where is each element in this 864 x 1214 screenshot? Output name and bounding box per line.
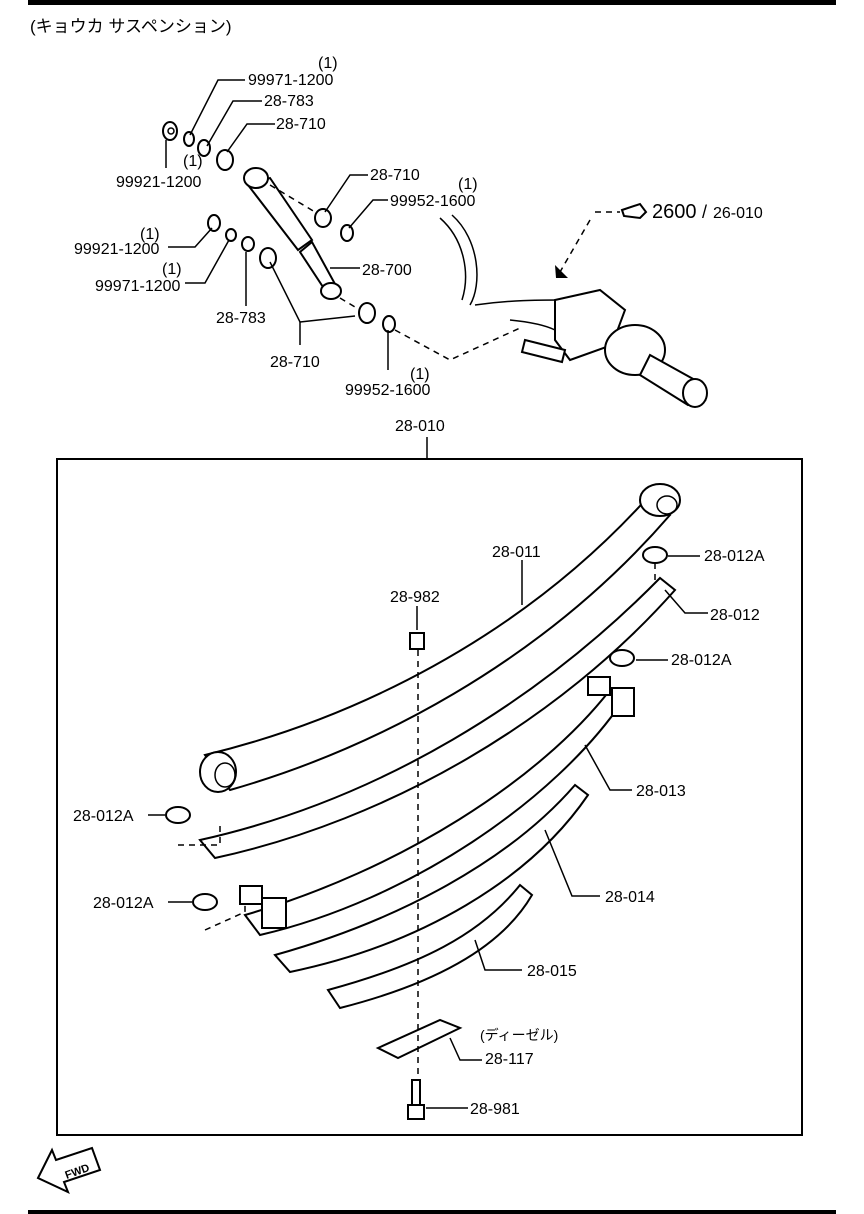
svg-text:28-981: 28-981 — [470, 1101, 520, 1118]
shock-absorber-group — [162, 79, 521, 370]
svg-text:99952-1600: 99952-1600 — [390, 193, 476, 210]
svg-text:99921-1200: 99921-1200 — [74, 241, 160, 258]
svg-text:(ディーゼル): (ディーゼル) — [480, 1027, 558, 1043]
svg-text:28-982: 28-982 — [390, 589, 440, 606]
svg-text:(1): (1) — [183, 153, 203, 170]
svg-text:28-710: 28-710 — [270, 354, 320, 371]
svg-text:28-117: 28-117 — [485, 1051, 534, 1068]
svg-text:28-014: 28-014 — [605, 889, 655, 906]
svg-text:28-013: 28-013 — [636, 783, 686, 800]
page-reference[interactable]: 2600 / 26-010 — [595, 201, 763, 223]
svg-text:28-011: 28-011 — [492, 544, 541, 561]
svg-text:99921-1200: 99921-1200 — [116, 174, 202, 191]
svg-text:28-012A: 28-012A — [671, 652, 732, 669]
svg-text:(1): (1) — [458, 176, 478, 193]
svg-text:28-783: 28-783 — [216, 310, 266, 327]
bottom-border — [28, 1210, 836, 1214]
svg-text:28-012A: 28-012A — [73, 808, 134, 825]
assembly-label: 28-010 — [395, 418, 445, 435]
svg-text:99971-1200: 99971-1200 — [95, 278, 181, 295]
svg-text:/: / — [702, 202, 707, 222]
svg-text:(1): (1) — [162, 261, 182, 278]
fwd-arrow-icon: FWD — [36, 1146, 102, 1194]
svg-text:28-710: 28-710 — [276, 116, 326, 133]
svg-text:(1): (1) — [410, 366, 430, 383]
svg-text:28-012A: 28-012A — [704, 548, 765, 565]
reference-page[interactable]: 2600 — [652, 201, 697, 223]
pointing-hand-icon — [620, 202, 648, 220]
leaf-spring-labels: 28-011 28-012A 28-982 28-012 28-012A 28-… — [73, 544, 765, 1118]
axle-housing — [439, 214, 708, 408]
svg-text:(1): (1) — [318, 55, 338, 72]
shock-labels: (1) 99971-1200 28-783 28-710 (1) 99921-1… — [74, 55, 478, 399]
leaf-4 — [273, 783, 590, 974]
svg-text:(1): (1) — [140, 226, 160, 243]
svg-text:28-783: 28-783 — [264, 93, 314, 110]
leaf-5 — [326, 883, 534, 1010]
svg-text:28-710: 28-710 — [370, 167, 420, 184]
svg-text:28-012A: 28-012A — [93, 895, 154, 912]
svg-text:99952-1600: 99952-1600 — [345, 382, 431, 399]
top-border — [28, 0, 836, 5]
svg-text:28-015: 28-015 — [527, 963, 577, 980]
svg-text:99971-1200: 99971-1200 — [248, 72, 334, 89]
leaf-spring-box — [56, 458, 803, 1136]
reference-sub[interactable]: 26-010 — [713, 205, 763, 222]
svg-text:28-700: 28-700 — [362, 262, 412, 279]
diagram-title: (キョウカ サスペンション) — [30, 17, 232, 36]
leaf-spring-drawing — [148, 483, 708, 1120]
leaf-2 — [198, 576, 677, 860]
svg-text:28-012: 28-012 — [710, 607, 760, 624]
